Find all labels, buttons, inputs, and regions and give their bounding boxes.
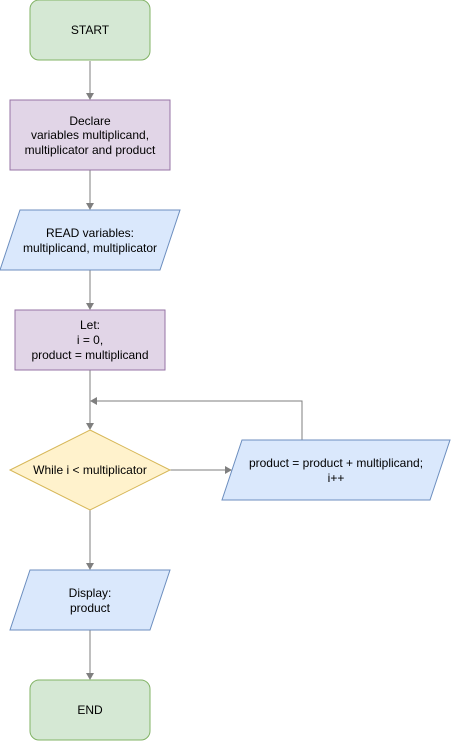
edge-declare-to-read xyxy=(86,170,94,210)
declare-label-line-2: variables multiplicand, xyxy=(31,128,149,142)
let-label-line-1: Let: xyxy=(80,318,100,332)
display-label-line-1: Display: xyxy=(69,586,112,600)
let-label-line-3: product = multiplicand xyxy=(31,348,148,362)
start-node: START xyxy=(29,0,151,61)
decision-node: While i < multiplicator xyxy=(8,429,172,511)
edge-let-to-decision xyxy=(86,370,94,430)
edge-read-to-let xyxy=(86,270,94,310)
edge-decision-to-loop-body xyxy=(170,466,232,474)
edges xyxy=(86,61,303,680)
declare-label-line-1: Declare xyxy=(69,114,111,128)
end-label: END xyxy=(77,703,103,717)
loop-body-label-line-1: product = product + multiplicand; xyxy=(249,456,423,470)
loop-body-node: product = product + multiplicand; i++ xyxy=(221,439,451,501)
display-label-line-2: product xyxy=(70,601,111,615)
edge-display-to-end xyxy=(86,630,94,680)
loop-body-label-line-2: i++ xyxy=(328,471,345,485)
start-label: START xyxy=(71,23,110,37)
let-node: Let: i = 0, product = multiplicand xyxy=(14,309,166,371)
declare-node: Declare variables multiplicand, multipli… xyxy=(9,99,171,171)
edge-loop-body-back xyxy=(90,397,303,440)
edge-start-to-declare xyxy=(86,61,94,100)
edge-decision-to-display xyxy=(86,510,94,570)
decision-label: While i < multiplicator xyxy=(33,463,147,477)
declare-label-line-3: multiplicator and product xyxy=(25,143,156,157)
display-node: Display: product xyxy=(9,569,171,631)
read-node: READ variables: multiplicand, multiplica… xyxy=(0,209,181,271)
let-label-line-2: i = 0, xyxy=(77,333,103,347)
end-node: END xyxy=(29,679,151,741)
read-label-line-1: READ variables: xyxy=(46,226,134,240)
read-label-line-2: multiplicand, multiplicator xyxy=(23,241,157,255)
